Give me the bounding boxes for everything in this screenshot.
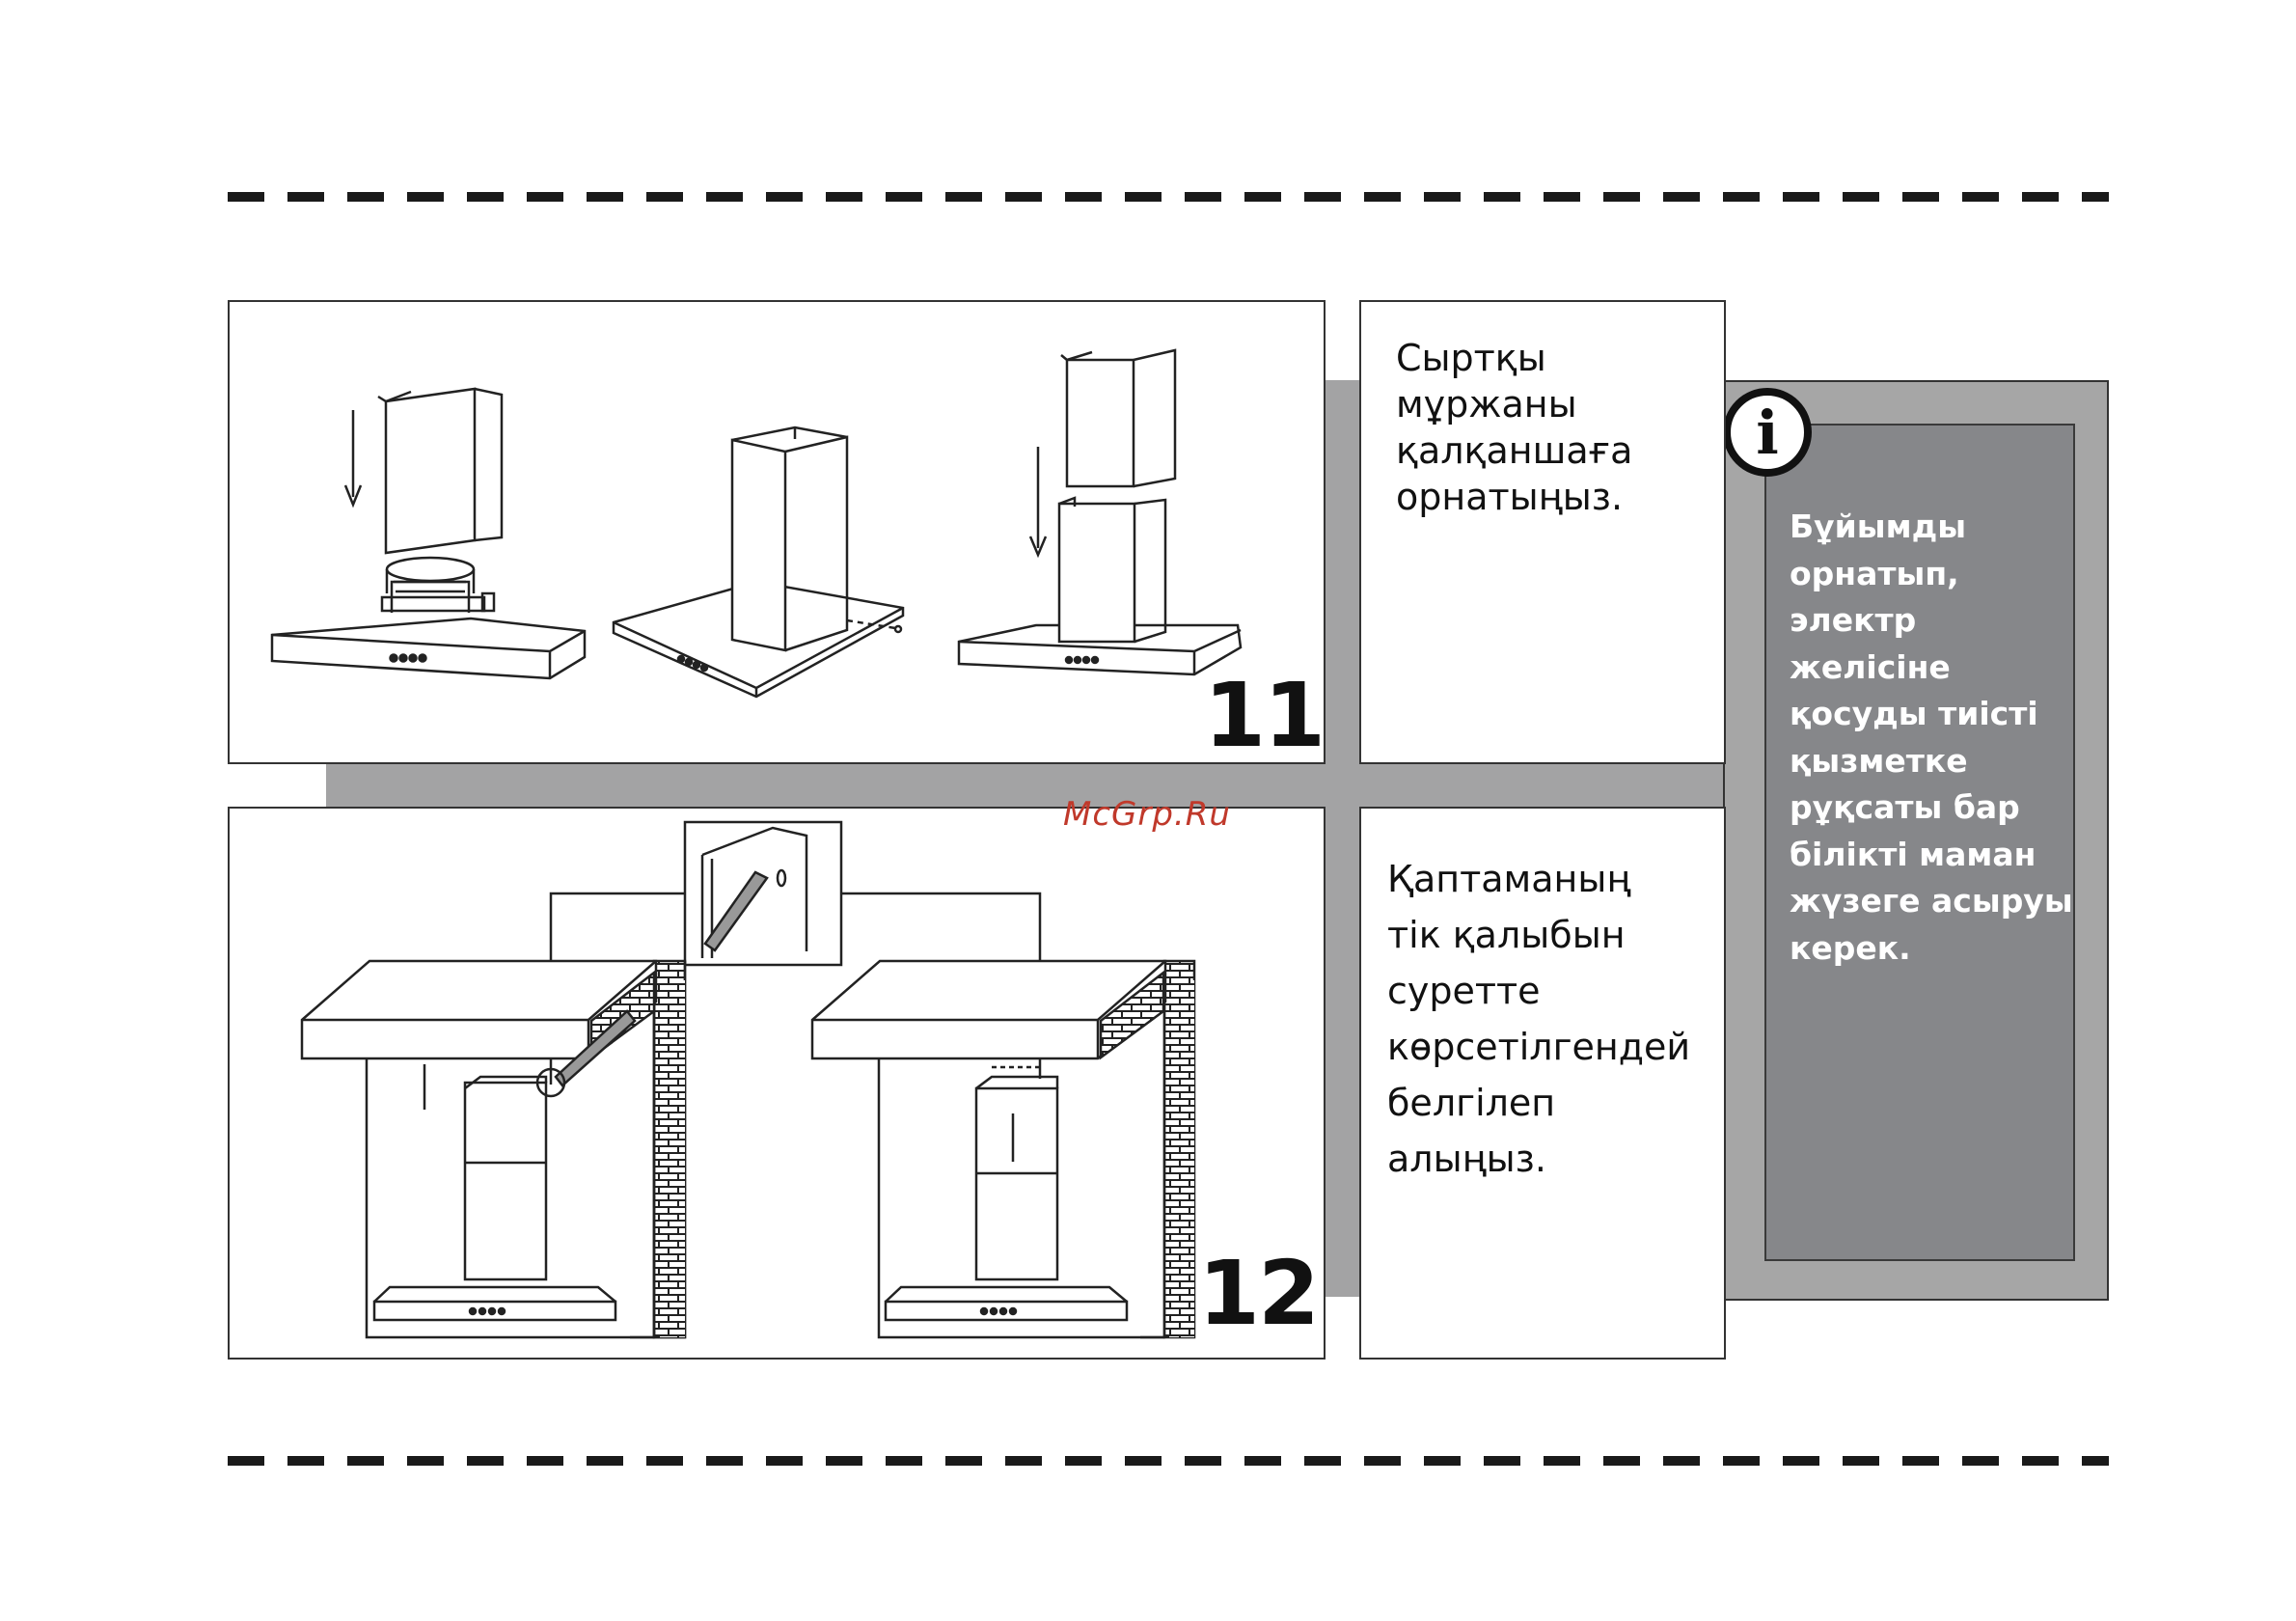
watermark: McGrp.Ru — [1063, 795, 1231, 834]
step-11-instruction: Сыртқы мұржаны қалқаншаға орнатыңыз. — [1396, 335, 1632, 520]
info-icon-glyph: i — [1756, 398, 1779, 468]
instruction-line: тік қалыбын — [1387, 907, 1690, 963]
info-line: рұқсаты бар — [1790, 784, 2073, 832]
instruction-line: Қаптаманың — [1387, 851, 1690, 907]
info-line: қосуды тиісті — [1790, 691, 2073, 738]
chimney-installation-drawing — [230, 302, 1327, 766]
instruction-line: мұржаны — [1396, 381, 1632, 427]
instruction-line: Сыртқы — [1396, 335, 1632, 381]
instruction-line: қалқаншаға — [1396, 427, 1632, 474]
instruction-line: көрсетілгендей — [1387, 1019, 1690, 1075]
info-line: орнатып, — [1790, 551, 2073, 598]
instruction-line: орнатыңыз. — [1396, 474, 1632, 520]
step-12-instruction: Қаптаманың тік қалыбын суретте көрсетілг… — [1387, 851, 1690, 1187]
top-dashed-rule — [228, 192, 2109, 202]
info-line: электр — [1790, 597, 2073, 645]
step-number-11: 11 — [1204, 672, 1324, 760]
info-line: жүзеге асыруы — [1790, 878, 2073, 925]
info-icon: i — [1723, 388, 1812, 477]
step-number-12: 12 — [1198, 1250, 1318, 1338]
marking-position-drawing — [230, 809, 1327, 1361]
step-11-illustration: 11 — [228, 300, 1326, 764]
bottom-dashed-rule — [228, 1456, 2109, 1466]
step-12-illustration: 12 — [228, 807, 1326, 1360]
instruction-line: алыңыз. — [1387, 1131, 1690, 1187]
info-line: керек. — [1790, 925, 2073, 973]
info-line: қызметке — [1790, 738, 2073, 785]
instruction-line: суретте — [1387, 963, 1690, 1019]
info-line: білікті маман — [1790, 832, 2073, 879]
info-line: желісіне — [1790, 645, 2073, 692]
info-warning-text: Бұйымды орнатып, электр желісіне қосуды … — [1790, 504, 2073, 972]
info-line: Бұйымды — [1790, 504, 2073, 551]
instruction-line: белгілеп — [1387, 1075, 1690, 1131]
